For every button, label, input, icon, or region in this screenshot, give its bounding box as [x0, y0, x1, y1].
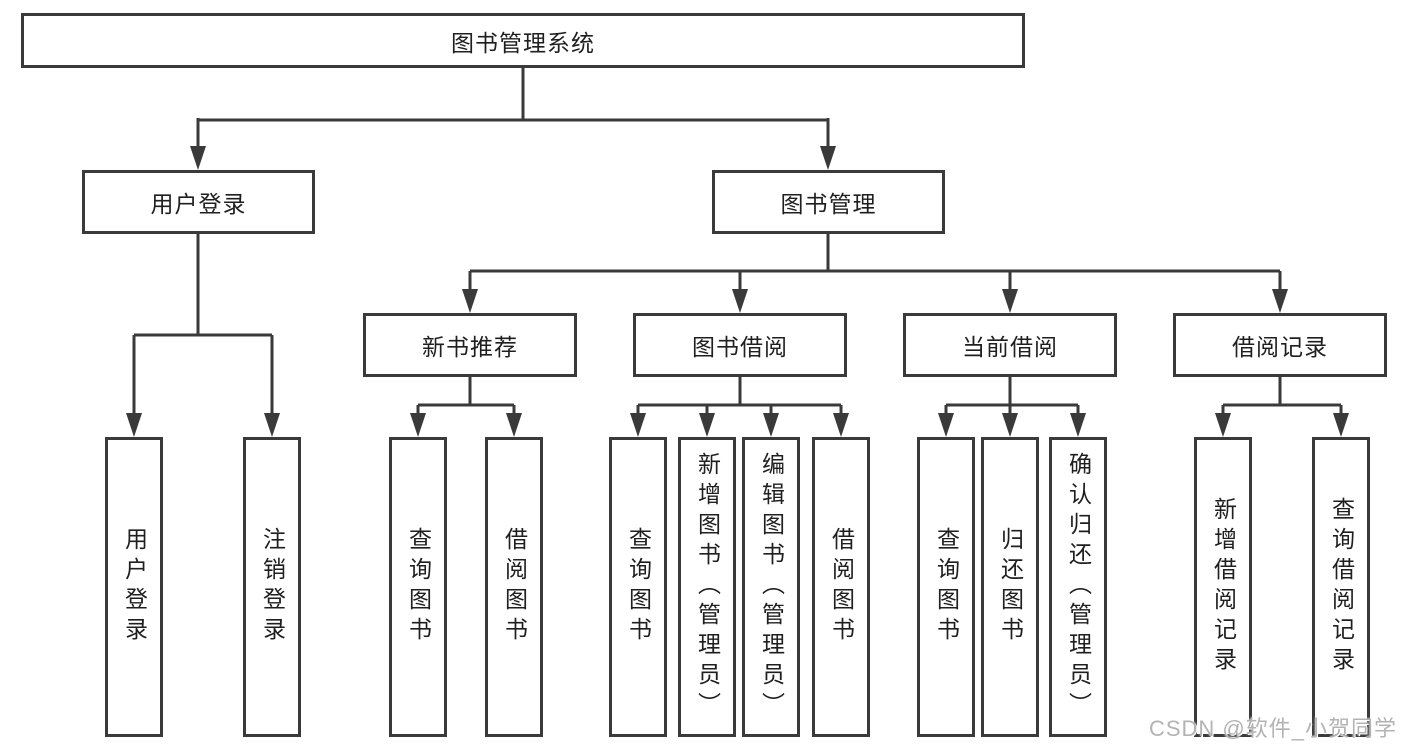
connector-login-group: [132, 234, 274, 415]
leaf-query-books-1-label: 查询图书: [405, 527, 432, 647]
leaf-borrow-books-1-label: 借阅图书: [501, 527, 528, 647]
node-book-borrow-label: 图书借阅: [692, 334, 788, 360]
leaf-borrow-books-2-label: 借阅图书: [828, 527, 855, 647]
connector-current-group: [944, 377, 1080, 415]
leaf-confirm-return-admin-label: 确认归还（管理员）: [1065, 452, 1092, 722]
node-current-borrow-label: 当前借阅: [962, 334, 1058, 360]
leaf-logout-label: 注销登录: [259, 527, 286, 647]
node-book-management: 图书管理: [712, 170, 945, 234]
leaf-edit-books-admin: 编辑图书（管理员）: [742, 437, 800, 737]
leaf-query-books-2: 查询图书: [609, 437, 667, 737]
leaf-query-borrow-record: 查询借阅记录: [1312, 437, 1370, 737]
node-book-borrow: 图书借阅: [633, 313, 847, 377]
arrowheads-current-group: [938, 413, 1086, 437]
leaf-query-books-3-label: 查询图书: [933, 527, 960, 647]
connector-records-group: [1221, 377, 1343, 415]
leaf-query-books-1: 查询图书: [389, 437, 447, 737]
arrowheads-records-group: [1215, 413, 1349, 437]
leaf-edit-books-admin-label: 编辑图书（管理员）: [758, 452, 785, 722]
leaf-confirm-return-admin: 确认归还（管理员）: [1049, 437, 1107, 737]
node-user-login: 用户登录: [82, 170, 315, 234]
node-user-login-label: 用户登录: [150, 191, 247, 217]
leaf-query-borrow-record-label: 查询借阅记录: [1328, 497, 1355, 677]
leaf-return-books-label: 归还图书: [997, 527, 1024, 647]
node-book-management-label: 图书管理: [780, 191, 877, 217]
leaf-user-login-label: 用户登录: [121, 527, 148, 647]
node-borrow-records: 借阅记录: [1173, 313, 1387, 377]
leaf-borrow-books-2: 借阅图书: [812, 437, 870, 737]
node-borrow-records-label: 借阅记录: [1232, 334, 1328, 360]
node-new-book-recommend-label: 新书推荐: [422, 334, 518, 360]
leaf-add-borrow-record: 新增借阅记录: [1194, 437, 1252, 737]
csdn-watermark: CSDN @软件_小贺同学: [1148, 716, 1397, 741]
arrowheads-login-group: [126, 413, 280, 437]
node-new-book-recommend: 新书推荐: [363, 313, 577, 377]
leaf-add-borrow-record-label: 新增借阅记录: [1210, 497, 1237, 677]
leaf-logout: 注销登录: [243, 437, 301, 737]
node-current-borrow: 当前借阅: [903, 313, 1117, 377]
node-root-label: 图书管理系统: [451, 29, 595, 56]
connector-newbooks-group: [416, 377, 516, 415]
arrowheads-level3: [462, 289, 1288, 313]
leaf-borrow-books-1: 借阅图书: [485, 437, 543, 737]
arrowheads-newbooks-group: [410, 413, 522, 437]
leaf-query-books-3: 查询图书: [917, 437, 975, 737]
leaf-add-books-admin: 新增图书（管理员）: [678, 437, 736, 737]
leaf-query-books-2-label: 查询图书: [625, 527, 652, 647]
connector-root-to-level2: [196, 68, 830, 148]
leaf-return-books: 归还图书: [981, 437, 1039, 737]
connector-bookmgmt-to-level3: [468, 234, 1282, 291]
arrowheads-borrow-group: [630, 413, 849, 437]
arrowheads-level2: [190, 146, 836, 170]
leaf-user-login: 用户登录: [105, 437, 163, 737]
leaf-add-books-admin-label: 新增图书（管理员）: [694, 452, 721, 722]
connector-borrow-group: [636, 377, 843, 415]
node-root: 图书管理系统: [21, 13, 1025, 68]
